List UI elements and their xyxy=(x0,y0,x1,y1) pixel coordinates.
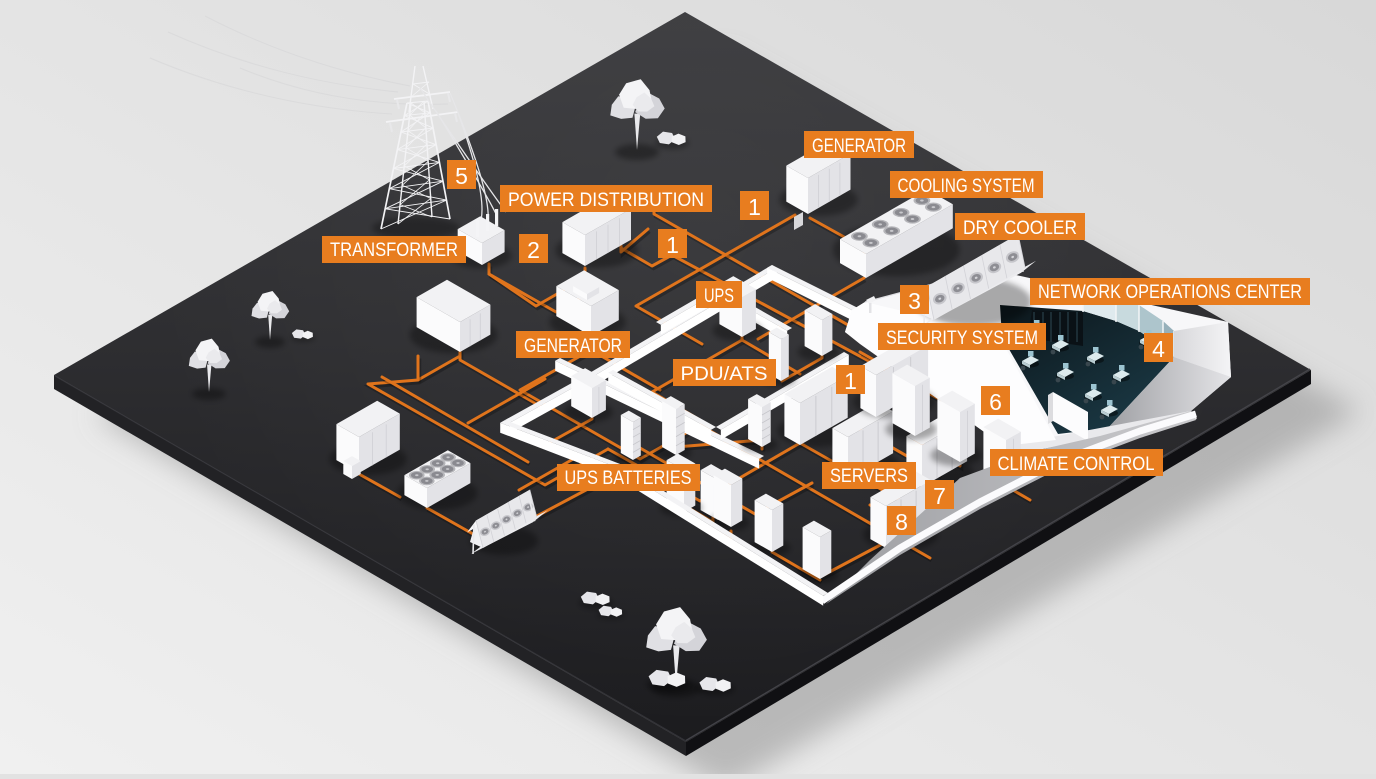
svg-text:1: 1 xyxy=(748,194,761,220)
svg-text:2: 2 xyxy=(527,237,540,263)
svg-text:1: 1 xyxy=(666,232,679,258)
svg-text:6: 6 xyxy=(989,389,1002,415)
svg-text:4: 4 xyxy=(1152,336,1165,362)
svg-text:UPS: UPS xyxy=(704,285,734,307)
svg-text:5: 5 xyxy=(455,163,468,189)
svg-text:NETWORK OPERATIONS CENTER: NETWORK OPERATIONS CENTER xyxy=(1038,281,1302,303)
svg-text:3: 3 xyxy=(908,288,921,314)
svg-text:8: 8 xyxy=(895,509,908,535)
svg-text:DRY COOLER: DRY COOLER xyxy=(963,217,1077,239)
svg-text:UPS BATTERIES: UPS BATTERIES xyxy=(565,467,692,489)
svg-text:1: 1 xyxy=(844,368,857,394)
svg-text:PDU/ATS: PDU/ATS xyxy=(681,363,768,385)
svg-text:TRANSFORMER: TRANSFORMER xyxy=(330,239,458,261)
svg-text:SECURITY SYSTEM: SECURITY SYSTEM xyxy=(886,327,1038,349)
svg-text:SERVERS: SERVERS xyxy=(830,465,908,487)
svg-text:POWER DISTRIBUTION: POWER DISTRIBUTION xyxy=(508,189,704,211)
svg-text:GENERATOR: GENERATOR xyxy=(812,135,906,157)
svg-text:GENERATOR: GENERATOR xyxy=(524,335,622,357)
svg-text:COOLING SYSTEM: COOLING SYSTEM xyxy=(898,175,1035,197)
svg-text:7: 7 xyxy=(933,483,946,509)
svg-text:CLIMATE CONTROL: CLIMATE CONTROL xyxy=(998,453,1155,475)
